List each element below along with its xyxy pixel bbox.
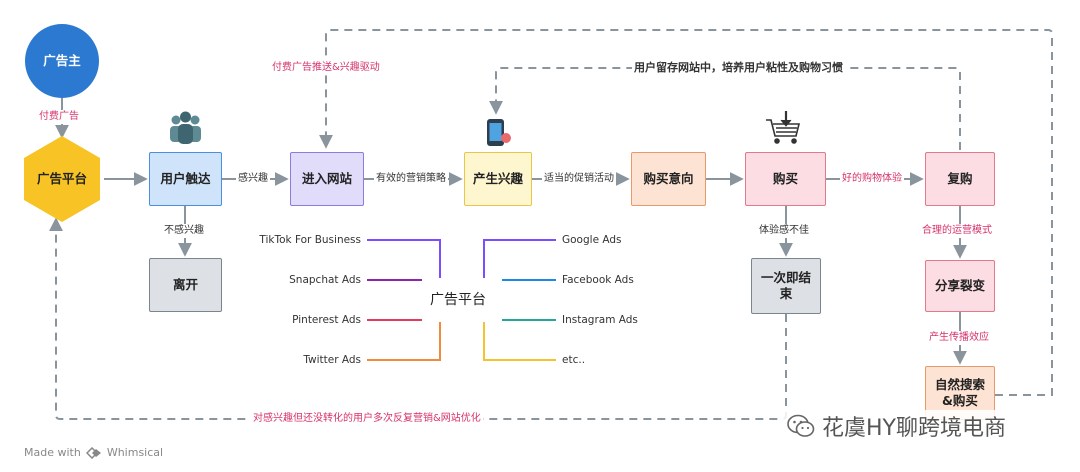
one-time-node[interactable]: 一次即结束 [751, 258, 821, 314]
repurchase-node[interactable]: 复购 [925, 152, 995, 206]
footer: Made with Whimsical [24, 446, 163, 459]
label-good-exp: 好的购物体验 [840, 172, 904, 186]
platform-google: Google Ads [562, 234, 622, 246]
platform-line-google [483, 239, 556, 278]
label-paid-ads: 付费广告 [37, 110, 81, 124]
watermark: 花虞HY聊跨境电商 [782, 410, 1010, 442]
footer-brand[interactable]: Whimsical [106, 446, 164, 459]
platform-facebook: Facebook Ads [562, 274, 634, 286]
label-spread: 产生传播效应 [927, 331, 991, 345]
platform-line-tiktok [367, 239, 441, 278]
edge-loop-retain [489, 67, 961, 150]
advertiser-label: 广告主 [43, 52, 81, 68]
whimsical-logo-icon [85, 446, 101, 459]
purchase-intent-node[interactable]: 购买意向 [631, 152, 706, 206]
platform-tiktok: TikTok For Business [259, 234, 361, 246]
advertiser-circle [25, 24, 99, 98]
leave-node[interactable]: 离开 [149, 258, 222, 312]
user-reach-node[interactable]: 用户触达 [149, 152, 222, 206]
phone-icon [487, 119, 511, 146]
interest-node[interactable]: 产生兴趣 [464, 152, 532, 206]
platform-instagram: Instagram Ads [562, 314, 638, 326]
label-strategy: 有效的营销策略 [374, 172, 448, 186]
label-retain: 用户留存网站中，培养用户粘性及购物习惯 [632, 61, 845, 75]
platform-hub-label: 广告平台 [424, 289, 492, 311]
platform-etc: etc.. [562, 354, 586, 366]
platform-line-twitter [367, 322, 441, 361]
share-node[interactable]: 分享裂变 [925, 260, 995, 312]
label-ops-model: 合理的运营模式 [920, 224, 994, 238]
ad-platform-hexagon [24, 136, 100, 222]
enter-site-node[interactable]: 进入网站 [290, 152, 364, 206]
label-retarget: 对感兴趣但还没转化的用户多次反复营销&网站优化 [251, 412, 483, 426]
wechat-icon [787, 414, 815, 437]
label-paid-push: 付费广告推送&兴趣驱动 [270, 61, 382, 75]
platform-line-etc [483, 322, 556, 361]
watermark-text: 花虞HY聊跨境电商 [822, 416, 1006, 441]
platform-snapchat: Snapchat Ads [289, 274, 361, 286]
label-promo: 适当的促销活动 [542, 172, 616, 186]
label-bad-exp: 体验感不佳 [757, 224, 811, 238]
platform-twitter: Twitter Ads [303, 354, 361, 366]
footer-made-with: Made with [24, 446, 81, 459]
edge-loop-top [319, 29, 1053, 396]
label-not-interested: 不感兴趣 [162, 224, 206, 238]
purchase-node[interactable]: 购买 [745, 152, 826, 206]
label-interested: 感兴趣 [236, 172, 270, 186]
ad-platform-label: 广告平台 [36, 170, 87, 186]
platform-pinterest: Pinterest Ads [292, 314, 361, 326]
people-icon [170, 111, 201, 144]
shopping-cart-icon [766, 111, 801, 144]
